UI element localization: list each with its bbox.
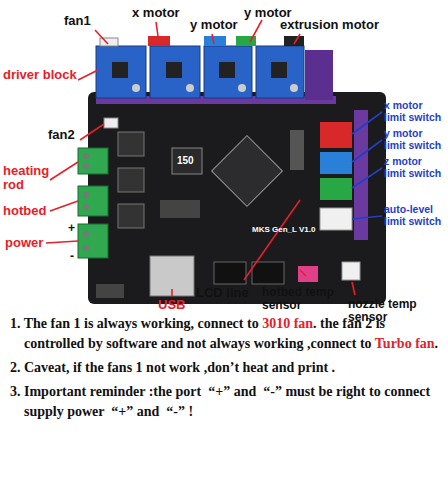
fan-label: fan2 bbox=[48, 128, 75, 142]
switch-label: x motor limit switch bbox=[384, 100, 446, 123]
limit-switch-connectors bbox=[320, 110, 368, 240]
note-text: 2. Caveat, if the fans 1 not work ,don’t… bbox=[10, 360, 335, 375]
part-label: heating rod bbox=[3, 164, 61, 193]
part-label: USB bbox=[158, 298, 185, 312]
pcb bbox=[88, 92, 386, 304]
stepper-drivers bbox=[96, 46, 304, 98]
note-text: 3. Important reminder :the port “+” and … bbox=[10, 384, 434, 419]
motor-label: extrusion motor bbox=[280, 18, 379, 32]
terminal-blocks bbox=[78, 148, 108, 258]
part-label: power bbox=[5, 236, 43, 250]
switch-label: y motor limit switch bbox=[384, 128, 446, 151]
board-marking: 150 bbox=[177, 155, 194, 166]
note-text: 1. The fan 1 is always working, connect … bbox=[10, 316, 262, 331]
leader-lines bbox=[46, 20, 355, 296]
fan-label: fan1 bbox=[64, 14, 91, 28]
notes: 1. The fan 1 is always working, connect … bbox=[10, 314, 440, 426]
board-marking: MKS Gen_L V1.0 bbox=[252, 226, 315, 235]
highlight-text: Turbo fan bbox=[375, 336, 435, 351]
leader-lines bbox=[352, 112, 382, 219]
switch-label: auto-level limit switch bbox=[384, 204, 446, 227]
highlight-text: 3010 fan bbox=[262, 316, 313, 331]
motor-label: x motor bbox=[132, 6, 180, 20]
part-label: hotbed bbox=[3, 204, 46, 218]
part-label: LCD line bbox=[196, 286, 249, 300]
note-item: 1. The fan 1 is always working, connect … bbox=[10, 314, 440, 354]
mcu-chip bbox=[212, 136, 283, 207]
note-text: . bbox=[435, 336, 439, 351]
switch-label: z motor limit switch bbox=[384, 156, 446, 179]
part-label: driver block bbox=[3, 68, 77, 82]
polarity-mark: - bbox=[70, 250, 74, 263]
usb-port bbox=[150, 256, 194, 296]
polarity-mark: + bbox=[68, 222, 75, 235]
note-item: 2. Caveat, if the fans 1 not work ,don’t… bbox=[10, 358, 440, 378]
note-item: 3. Important reminder :the port “+” and … bbox=[10, 382, 440, 422]
part-label: hotbed temp sensor bbox=[262, 286, 346, 312]
motor-label: y motor bbox=[190, 18, 238, 32]
